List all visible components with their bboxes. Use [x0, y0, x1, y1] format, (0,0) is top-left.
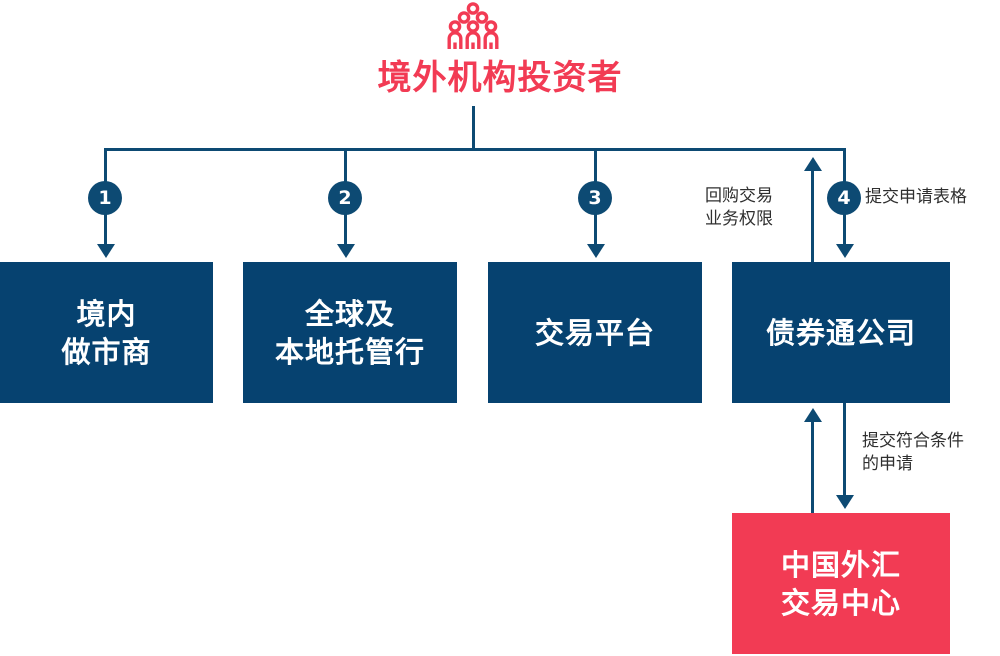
node-label-line1: 境内 [76, 296, 137, 331]
annotation-submit-eligible-line1: 提交符合条件 [862, 431, 964, 451]
annotation-submit-eligible: 提交符合条件的申请 [862, 430, 1000, 476]
annotation-submit-form: 提交申请表格 [865, 186, 1000, 209]
arrowhead-branch-4-down [835, 244, 854, 258]
node-bond-connect-company[interactable]: 债券通公司 [732, 262, 950, 403]
annotation-submit-form-line1: 提交申请表格 [865, 187, 967, 207]
node-label-line1: 债券通公司 [765, 315, 916, 350]
arrowhead-branch-1 [96, 244, 115, 258]
arrowhead-cfets-up [803, 408, 822, 422]
badge-step-4: 4 [827, 181, 861, 215]
node-label-line2: 做市商 [61, 334, 152, 369]
page-title: 境外机构投资者 [377, 58, 623, 98]
node-label-line1: 中国外汇 [780, 547, 901, 582]
annotation-repo-authority: 回购交易业务权限 [705, 185, 805, 231]
node-custodian-banks-label: 全球及 本地托管行 [275, 295, 425, 371]
arrowhead-branch-4-up [803, 157, 822, 171]
node-bond-connect-company-label: 债券通公司 [766, 314, 916, 352]
node-label-line1: 交易平台 [534, 315, 655, 350]
arrowhead-branch-3 [586, 244, 605, 258]
badge-step-2: 2 [328, 181, 362, 215]
node-custodian-banks[interactable]: 全球及 本地托管行 [243, 262, 457, 403]
node-label-line1: 全球及 [304, 296, 395, 331]
node-domestic-market-maker-label: 境内 做市商 [61, 295, 151, 371]
arrowhead-branch-2 [336, 244, 355, 258]
connector-branch-4-up [811, 170, 814, 262]
badge-step-1: 1 [88, 181, 122, 215]
annotation-repo-authority-line1: 回购交易 [705, 186, 773, 206]
annotation-submit-eligible-line2: 的申请 [862, 454, 913, 474]
node-trading-platform[interactable]: 交易平台 [488, 262, 702, 403]
node-label-line2: 交易中心 [780, 585, 901, 620]
connector-cfets-down [843, 403, 846, 495]
connector-bus [105, 148, 846, 151]
people-group-icon [447, 2, 499, 50]
connector-cfets-up [811, 421, 814, 515]
node-trading-platform-label: 交易平台 [535, 314, 655, 352]
node-domestic-market-maker[interactable]: 境内 做市商 [0, 262, 213, 403]
connector-title-stem [472, 106, 475, 150]
node-cfets-label: 中国外汇 交易中心 [781, 546, 901, 622]
node-label-line2: 本地托管行 [274, 334, 425, 369]
badge-step-3: 3 [578, 181, 612, 215]
node-cfets[interactable]: 中国外汇 交易中心 [732, 513, 950, 654]
annotation-repo-authority-line2: 业务权限 [705, 209, 773, 229]
arrowhead-cfets-down [835, 495, 854, 509]
